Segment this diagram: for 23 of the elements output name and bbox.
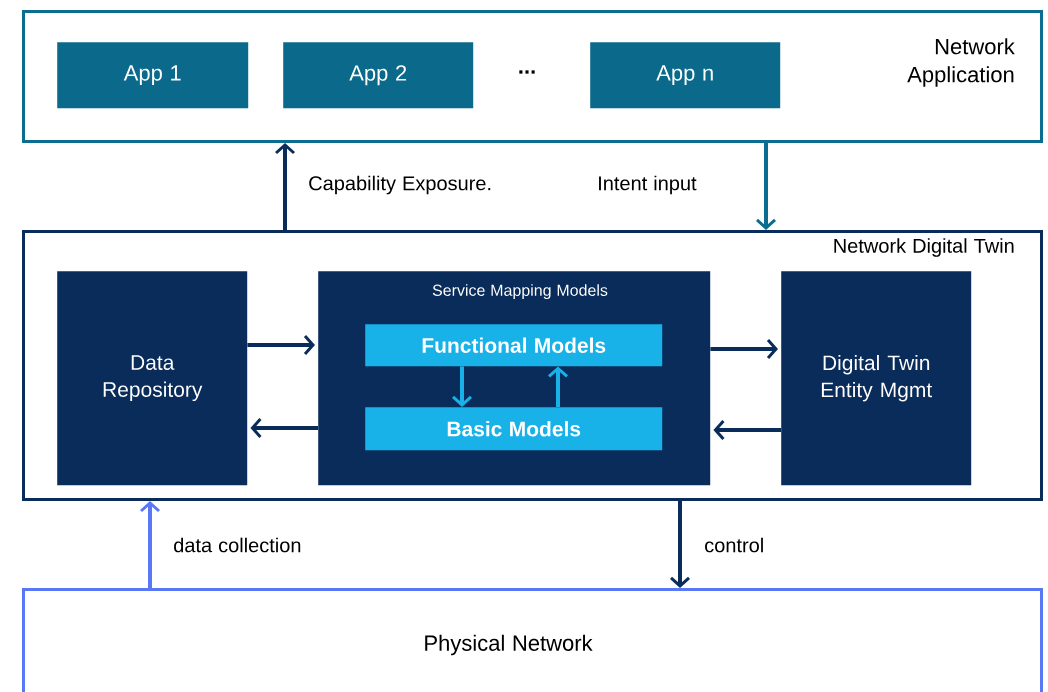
edge-label: data collection bbox=[174, 537, 301, 553]
edge-label: Intent input bbox=[599, 175, 697, 195]
arrow bbox=[713, 420, 781, 440]
model-box: Basic Models bbox=[365, 407, 663, 451]
physical-network-box: Physical Network bbox=[22, 588, 1043, 692]
module-box: Data Repository bbox=[57, 271, 248, 486]
arrow bbox=[250, 418, 318, 438]
arrow bbox=[710, 339, 778, 359]
module-box: Digital Twin Entity Mgmt bbox=[781, 271, 972, 486]
app-box: App 2 bbox=[283, 42, 474, 109]
arrow bbox=[548, 366, 568, 407]
arrow bbox=[247, 335, 315, 355]
ellipsis-text: ... bbox=[519, 70, 535, 74]
arrow bbox=[140, 501, 160, 588]
arrow bbox=[756, 143, 776, 230]
arrow bbox=[452, 366, 472, 407]
app-box: App 1 bbox=[57, 42, 249, 109]
model-box: Functional Models bbox=[365, 324, 663, 367]
arrow bbox=[275, 143, 295, 230]
edge-label: control bbox=[705, 537, 763, 553]
edge-label: Capability Exposure. bbox=[309, 175, 491, 195]
app-box: App n bbox=[590, 42, 781, 109]
arrow bbox=[670, 501, 690, 588]
